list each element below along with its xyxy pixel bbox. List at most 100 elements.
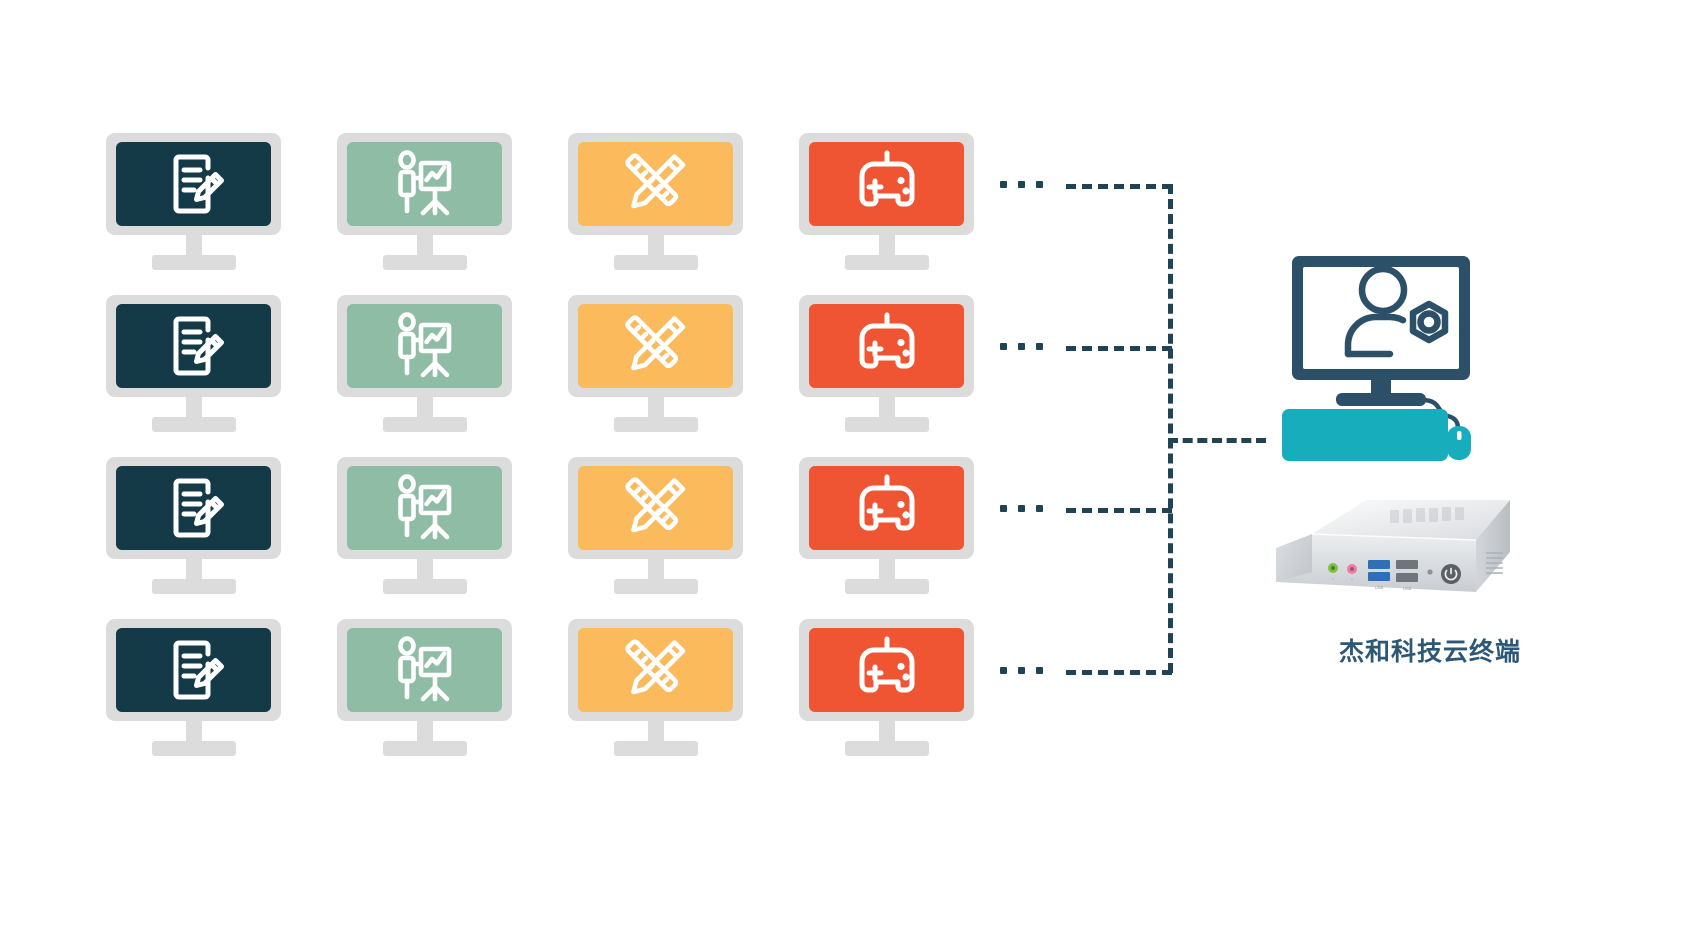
monitor-base — [151, 579, 236, 594]
gamepad-icon — [859, 636, 914, 693]
row-ellipsis — [1000, 343, 1043, 350]
monitor-bezel — [568, 133, 743, 235]
monitor-neck — [878, 721, 895, 743]
monitor-neck — [416, 397, 433, 419]
monitor-screen-training — [347, 628, 502, 712]
monitor-base — [844, 417, 929, 432]
monitor-neck — [416, 235, 433, 257]
client-monitor-gaming[interactable] — [799, 619, 974, 759]
document-pencil-icon — [173, 640, 224, 700]
brand-emboss — [1390, 507, 1464, 523]
svg-text:•: • — [1351, 577, 1353, 582]
svg-text:USB: USB — [1375, 585, 1384, 590]
svg-text:USB: USB — [1403, 586, 1412, 591]
gamepad-icon — [859, 474, 914, 531]
client-monitor-gaming[interactable] — [799, 295, 974, 435]
host-workstation[interactable] — [1270, 250, 1490, 470]
monitor-base — [613, 417, 698, 432]
monitor-bezel — [568, 457, 743, 559]
monitor-screen-office — [116, 628, 271, 712]
monitor-neck — [647, 721, 664, 743]
server-caption: 杰和科技云终端 — [1338, 638, 1521, 666]
host-monitor — [1292, 256, 1470, 406]
monitor-neck — [185, 397, 202, 419]
monitor-bezel — [799, 619, 974, 721]
gamepad-icon — [859, 150, 914, 207]
document-pencil-icon — [173, 316, 224, 376]
monitor-bezel — [106, 295, 281, 397]
connector-branch — [1066, 184, 1172, 189]
monitor-screen-gaming — [809, 628, 964, 712]
monitor-neck — [647, 559, 664, 581]
monitor-screen-training — [347, 142, 502, 226]
monitor-screen-gaming — [809, 304, 964, 388]
monitor-base — [382, 579, 467, 594]
monitor-base — [382, 255, 467, 270]
client-monitor-office[interactable] — [106, 619, 281, 759]
monitor-base — [844, 255, 929, 270]
svg-text:⌂: ⌂ — [1332, 576, 1335, 581]
monitor-neck — [185, 721, 202, 743]
connector-trunk — [1168, 184, 1173, 673]
connector-branch — [1066, 670, 1172, 675]
monitor-screen-design — [578, 466, 733, 550]
monitor-base — [613, 579, 698, 594]
client-monitor-office[interactable] — [106, 457, 281, 597]
client-monitor-training[interactable] — [337, 619, 512, 759]
client-monitor-gaming[interactable] — [799, 133, 974, 273]
monitor-bezel — [337, 133, 512, 235]
monitor-base — [844, 579, 929, 594]
monitor-neck — [416, 721, 433, 743]
monitor-neck — [647, 397, 664, 419]
monitor-bezel — [337, 295, 512, 397]
client-monitor-design[interactable] — [568, 133, 743, 273]
monitor-bezel — [799, 457, 974, 559]
pencil-ruler-icon — [624, 153, 685, 209]
client-monitor-gaming[interactable] — [799, 457, 974, 597]
monitor-neck — [185, 235, 202, 257]
monitor-screen-design — [578, 142, 733, 226]
client-monitor-office[interactable] — [106, 133, 281, 273]
connector-to-server — [1168, 438, 1266, 443]
monitor-screen-gaming — [809, 466, 964, 550]
row-ellipsis — [1000, 181, 1043, 188]
client-monitor-training[interactable] — [337, 133, 512, 273]
monitor-screen-training — [347, 304, 502, 388]
usb2-port-top — [1396, 560, 1418, 569]
monitor-base — [151, 417, 236, 432]
monitor-neck — [878, 397, 895, 419]
client-monitor-design[interactable] — [568, 295, 743, 435]
monitor-screen-training — [347, 466, 502, 550]
monitor-neck — [185, 559, 202, 581]
client-monitor-design[interactable] — [568, 619, 743, 759]
host-mouse — [1447, 426, 1471, 460]
monitor-base — [151, 741, 236, 756]
client-monitor-training[interactable] — [337, 457, 512, 597]
monitor-screen-office — [116, 466, 271, 550]
client-monitor-design[interactable] — [568, 457, 743, 597]
presentation-easel-icon — [397, 636, 451, 702]
mini-pc-device[interactable]: ⌂ • USB USB — [1270, 496, 1520, 619]
monitor-bezel — [337, 457, 512, 559]
client-monitor-training[interactable] — [337, 295, 512, 435]
monitor-bezel — [106, 619, 281, 721]
row-ellipsis — [1000, 667, 1043, 674]
monitor-screen-design — [578, 304, 733, 388]
gamepad-icon — [859, 312, 914, 369]
pencil-ruler-icon — [624, 477, 685, 533]
monitor-base — [382, 741, 467, 756]
monitor-bezel — [799, 133, 974, 235]
power-led — [1427, 569, 1433, 575]
document-pencil-icon — [173, 478, 224, 538]
monitor-screen-design — [578, 628, 733, 712]
cloud-terminal-host: ⌂ • USB USB 杰和科技云终端 — [1270, 250, 1590, 710]
document-pencil-icon — [173, 154, 224, 214]
usb3-port-top — [1368, 560, 1390, 569]
monitor-bezel — [106, 133, 281, 235]
usb2-port-bottom — [1396, 573, 1418, 582]
host-keyboard — [1282, 409, 1448, 461]
client-monitor-office[interactable] — [106, 295, 281, 435]
presentation-easel-icon — [397, 312, 451, 378]
pencil-ruler-icon — [624, 639, 685, 695]
